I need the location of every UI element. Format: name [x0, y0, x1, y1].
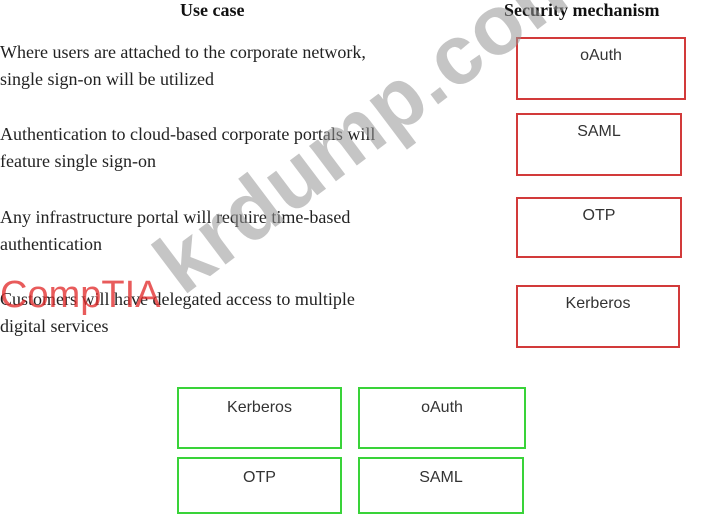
use-case-header: Use case	[180, 0, 245, 20]
option-oauth[interactable]: oAuth	[358, 387, 526, 449]
use-case-1: Where users are attached to the corporat…	[0, 39, 440, 93]
use-case-2: Authentication to cloud-based corporate …	[0, 121, 440, 175]
drop-target-4[interactable]: Kerberos	[516, 285, 680, 348]
use-case-4-line2: digital services	[0, 316, 109, 336]
option-otp[interactable]: OTP	[177, 457, 342, 514]
use-case-4: Customers will have delegated access to …	[0, 286, 440, 340]
option-saml[interactable]: SAML	[358, 457, 524, 514]
drop-target-1[interactable]: oAuth	[516, 37, 686, 100]
use-case-1-line2: single sign-on will be utilized	[0, 69, 214, 89]
use-case-4-line1: Customers will have delegated access to …	[0, 289, 355, 309]
use-case-3: Any infrastructure portal will require t…	[0, 204, 440, 258]
drop-target-2[interactable]: SAML	[516, 113, 682, 176]
use-case-2-line1: Authentication to cloud-based corporate …	[0, 124, 376, 144]
security-mechanism-header: Security mechanism	[504, 0, 660, 20]
use-case-3-line1: Any infrastructure portal will require t…	[0, 207, 351, 227]
use-case-2-line2: feature single sign-on	[0, 151, 156, 171]
drop-target-3[interactable]: OTP	[516, 197, 682, 258]
use-case-3-line2: authentication	[0, 234, 102, 254]
use-case-1-line1: Where users are attached to the corporat…	[0, 42, 366, 62]
option-kerberos[interactable]: Kerberos	[177, 387, 342, 449]
